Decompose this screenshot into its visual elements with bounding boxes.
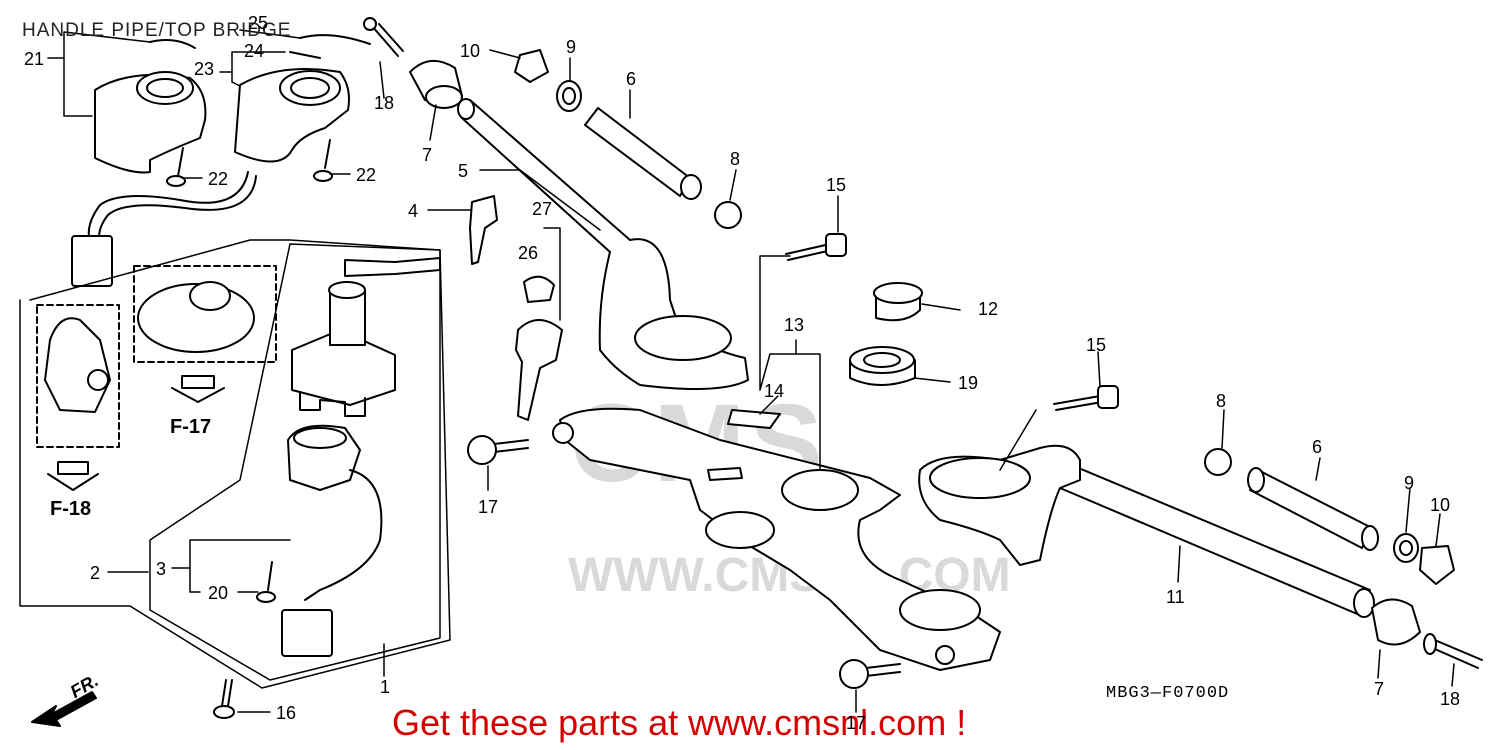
- arrow-f17: [171, 375, 225, 403]
- arrow-f18: [47, 461, 99, 491]
- promo-link-text[interactable]: Get these parts at www.cmsnl.com !: [392, 702, 967, 743]
- callout-15-right: 15: [1086, 335, 1107, 355]
- callout-10-right: 10: [1430, 495, 1451, 515]
- left-switch-housing: [94, 71, 207, 174]
- bar-end-weight-bottom: [1371, 598, 1421, 646]
- screw-22b: [313, 139, 333, 182]
- bushing-9a: [556, 80, 582, 112]
- callout-12: 12: [978, 299, 999, 319]
- callout-6-right: 6: [1312, 437, 1323, 457]
- callout-14: 14: [764, 381, 785, 401]
- screw-18b: [1423, 633, 1483, 669]
- callout-22-right: 22: [356, 165, 377, 185]
- seat-lock: [44, 317, 111, 413]
- nut-19: [849, 346, 916, 386]
- diagram-title: HANDLE PIPE/TOP BRIDGE: [22, 20, 292, 41]
- callout-27: 27: [532, 199, 553, 219]
- callout-18-top: 18: [374, 93, 395, 113]
- f18-box: [36, 304, 120, 448]
- screw-20: [256, 561, 276, 603]
- callout-1: 1: [380, 677, 391, 697]
- screw-22a: [166, 147, 186, 187]
- callout-24: 24: [244, 41, 265, 61]
- collar-6a: [584, 107, 702, 200]
- switch-body-3: [287, 424, 383, 601]
- washer-25a: [149, 39, 196, 49]
- callout-10-top: 10: [460, 41, 481, 61]
- cap-12: [873, 282, 923, 322]
- callout-2: 2: [90, 563, 101, 583]
- top-bridge: [552, 407, 1001, 671]
- handle-pipe-right: [918, 444, 1375, 618]
- ref-f17: F-17: [170, 416, 212, 438]
- callout-6-top: 6: [626, 69, 637, 89]
- callout-4: 4: [408, 201, 419, 221]
- washer-24: [289, 51, 321, 59]
- clip-10b: [1419, 545, 1455, 585]
- bolt-15a: [785, 233, 847, 261]
- callout-7-top: 7: [422, 145, 433, 165]
- callout-9-right: 9: [1404, 473, 1415, 493]
- screw-18a: [363, 17, 404, 57]
- callout-11: 11: [1166, 587, 1185, 607]
- callout-9-top: 9: [566, 37, 577, 57]
- callout-20: 20: [208, 583, 229, 603]
- fr-arrow: [31, 691, 97, 727]
- callout-7-bottom: 7: [1374, 679, 1385, 699]
- callout-25: 25: [248, 13, 269, 33]
- callout-23: 23: [194, 59, 215, 79]
- callout-8-right: 8: [1216, 391, 1227, 411]
- callout-21: 21: [24, 49, 45, 69]
- callout-19: 19: [958, 373, 979, 393]
- handle-pipe-left: [457, 98, 749, 390]
- kit-outline: [19, 239, 451, 689]
- switch-connector-2: [281, 609, 333, 657]
- bolt-17b: [839, 659, 901, 689]
- callout-22-left: 22: [208, 169, 229, 189]
- bolt-17a: [467, 435, 529, 465]
- catalog-code: MBG3—F0700D: [1106, 684, 1230, 703]
- callout-3: 3: [156, 559, 167, 579]
- collar-6b: [1247, 467, 1379, 551]
- bolt-16: [213, 679, 235, 719]
- gear-8b: [1204, 448, 1232, 476]
- callout-17-bottom: 17: [846, 713, 867, 733]
- callout-13: 13: [784, 315, 805, 335]
- washer-25b: [299, 34, 371, 45]
- bolt-15b: [1053, 385, 1119, 411]
- clip-10a: [514, 49, 549, 83]
- bar-end-weight-top: [409, 60, 463, 109]
- key-4: [469, 195, 498, 265]
- right-switch-housing: [234, 68, 350, 163]
- callout-8-top: 8: [730, 149, 741, 169]
- callout-15-top: 15: [826, 175, 847, 195]
- switch-connector: [71, 235, 113, 287]
- callout-26: 26: [518, 243, 539, 263]
- plate-14: [727, 409, 781, 429]
- callout-18-bottom: 18: [1440, 689, 1461, 709]
- leader-lines: [47, 29, 1455, 713]
- callout-5: 5: [458, 161, 469, 181]
- cap-26: [523, 275, 555, 303]
- callout-16: 16: [276, 703, 297, 723]
- callout-17-left: 17: [478, 497, 499, 517]
- ignition-switch: [291, 257, 441, 417]
- bushing-9b: [1393, 533, 1419, 563]
- ref-f18: F-18: [50, 498, 92, 520]
- switch-wire: [87, 171, 249, 243]
- f17-box: [133, 265, 277, 363]
- gear-8a: [714, 201, 742, 229]
- key-27: [515, 319, 563, 421]
